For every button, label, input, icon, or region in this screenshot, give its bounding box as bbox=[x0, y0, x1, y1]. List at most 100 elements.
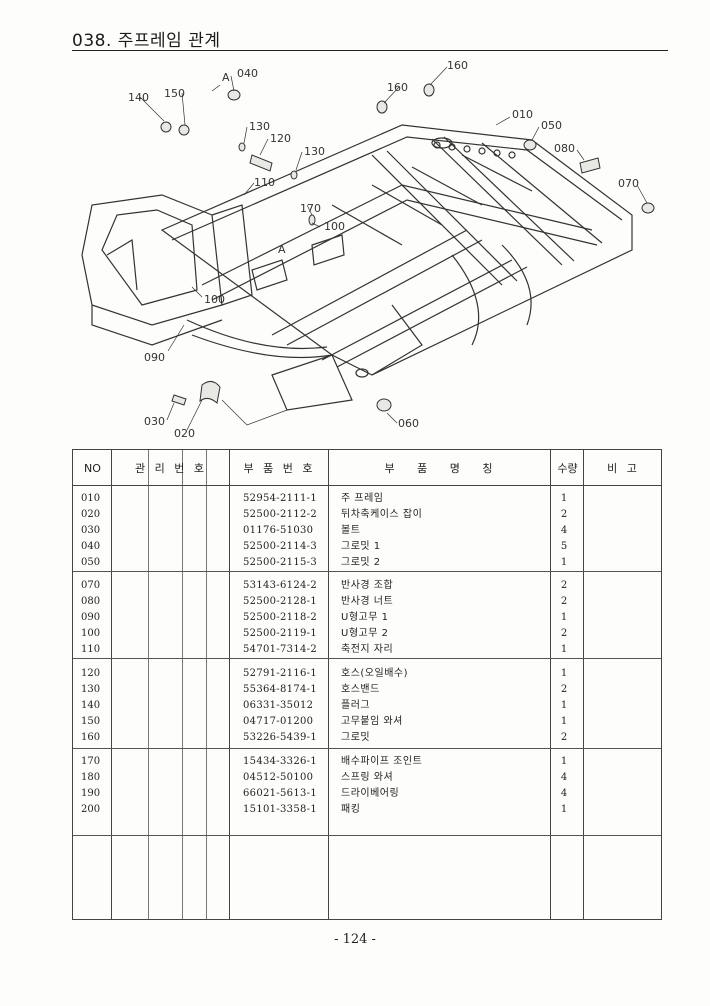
col-qty bbox=[551, 450, 584, 919]
cell-no: 130 bbox=[81, 684, 101, 695]
callout-030: 030 bbox=[144, 415, 165, 428]
table-row: 190 66021-5613-1 드라이베어링 4 bbox=[73, 786, 661, 801]
cell-qty: 5 bbox=[560, 541, 568, 552]
part-030-bolt bbox=[171, 394, 187, 406]
callout-100-upper: 100 bbox=[324, 220, 345, 233]
cell-no: 170 bbox=[81, 756, 101, 767]
cell-no: 180 bbox=[81, 772, 101, 783]
header-qty: 수량 bbox=[557, 462, 578, 475]
cell-no: 020 bbox=[81, 509, 101, 520]
col-part-name bbox=[329, 450, 551, 919]
table-row: 200 15101-3358-1 패킹 1 bbox=[73, 802, 661, 817]
cell-no: 080 bbox=[81, 596, 101, 607]
cell-qty: 1 bbox=[560, 716, 568, 727]
callout-130-lower: 130 bbox=[304, 145, 325, 158]
cell-no: 140 bbox=[81, 700, 101, 711]
part-160-grommet-b bbox=[423, 83, 435, 97]
callout-080: 080 bbox=[554, 142, 575, 155]
cell-part-name: U형고무 1 bbox=[341, 612, 389, 623]
table-row: 090 52500-2118-2 U형고무 1 1 bbox=[73, 610, 661, 625]
part-130-hose-band-b bbox=[290, 170, 298, 180]
cell-qty: 1 bbox=[560, 612, 568, 623]
col-part-number bbox=[230, 450, 329, 919]
cell-part-name: 스프링 와셔 bbox=[341, 772, 394, 783]
cell-qty: 4 bbox=[560, 525, 568, 536]
cell-part-number: 66021-5613-1 bbox=[243, 788, 317, 799]
cell-part-name: 반사경 너트 bbox=[341, 596, 394, 607]
callout-100-lower: 100 bbox=[204, 293, 225, 306]
cell-qty: 1 bbox=[560, 493, 568, 504]
cell-part-name: 그로밋 2 bbox=[341, 557, 381, 568]
part-050-grommet bbox=[523, 139, 537, 151]
header-no: NO bbox=[84, 461, 101, 475]
cell-part-name: 축전지 자리 bbox=[341, 644, 394, 655]
table-row: 180 04512-50100 스프링 와셔 4 bbox=[73, 770, 661, 785]
cell-qty: 1 bbox=[560, 644, 568, 655]
cell-part-number: 06331-35012 bbox=[243, 700, 314, 711]
cell-qty: 2 bbox=[560, 628, 568, 639]
cell-no: 040 bbox=[81, 541, 101, 552]
cell-part-name: 드라이베어링 bbox=[341, 788, 400, 799]
callout-140: 140 bbox=[128, 91, 149, 104]
callout-160-right: 160 bbox=[447, 59, 468, 72]
cell-no: 200 bbox=[81, 804, 101, 815]
callout-170: 170 bbox=[300, 202, 321, 215]
header-part-name: 부 품 명 칭 bbox=[384, 462, 496, 475]
parts-table: NO 관 리 번 호 부 품 번 호 부 품 명 칭 수량 비 고 010 52… bbox=[72, 449, 662, 920]
row-group-2: 070 53143-6124-2 반사경 조합 2 080 52500-2128… bbox=[73, 572, 661, 659]
callout-070: 070 bbox=[618, 177, 639, 190]
diagram-svg: 040 A 160 160 140 150 130 120 130 010 05… bbox=[81, 59, 655, 440]
table-header-row: NO 관 리 번 호 부 품 번 호 부 품 명 칭 수량 비 고 bbox=[73, 450, 661, 486]
cell-qty: 4 bbox=[560, 788, 568, 799]
cell-qty: 1 bbox=[560, 557, 568, 568]
cell-no: 030 bbox=[81, 525, 101, 536]
cell-part-number: 04717-01200 bbox=[243, 716, 314, 727]
cell-qty: 2 bbox=[560, 732, 568, 743]
cell-part-number: 52500-2115-3 bbox=[243, 557, 317, 568]
cell-qty: 2 bbox=[560, 684, 568, 695]
cell-part-name: 볼트 bbox=[341, 525, 361, 536]
table-row: 120 52791-2116-1 호스(오일배수) 1 bbox=[73, 666, 661, 681]
page-title: 038. 주프레임 관계 bbox=[72, 31, 221, 51]
cell-part-name: 그로밋 bbox=[341, 732, 371, 743]
cell-part-number: 53143-6124-2 bbox=[243, 580, 317, 591]
cell-no: 110 bbox=[81, 644, 101, 655]
cell-part-number: 04512-50100 bbox=[243, 772, 314, 783]
cell-no: 010 bbox=[81, 493, 101, 504]
cell-no: 070 bbox=[81, 580, 101, 591]
title-rule bbox=[72, 50, 668, 51]
cell-qty: 4 bbox=[560, 772, 568, 783]
table-row: 010 52954-2111-1 주 프레임 1 bbox=[73, 491, 661, 506]
col-mgmt-2 bbox=[149, 450, 183, 919]
col-mgmt-1 bbox=[112, 450, 149, 919]
cell-part-name: 호스밴드 bbox=[341, 684, 380, 695]
row-group-3: 120 52791-2116-1 호스(오일배수) 1 130 55364-81… bbox=[73, 659, 661, 749]
cell-part-name: 뒤차축케이스 잡이 bbox=[341, 509, 423, 520]
cell-part-name: 반사경 조합 bbox=[341, 580, 394, 591]
page-header: 038. 주프레임 관계 bbox=[72, 26, 668, 52]
part-070-reflector bbox=[641, 202, 655, 214]
header-management-number: 관 리 번 호 bbox=[135, 462, 207, 475]
cell-qty: 1 bbox=[560, 700, 568, 711]
callout-020: 020 bbox=[174, 427, 195, 440]
loose-parts bbox=[160, 83, 655, 412]
cell-part-name: 호스(오일배수) bbox=[341, 668, 409, 679]
cell-part-number: 52954-2111-1 bbox=[243, 493, 317, 504]
callout-a-top: A bbox=[222, 71, 230, 84]
main-frame-drawing bbox=[81, 124, 633, 411]
row-group-4: 170 15434-3326-1 배수파이프 조인트 1 180 04512-5… bbox=[73, 749, 661, 836]
cell-qty: 2 bbox=[560, 596, 568, 607]
part-020-axle-holder bbox=[199, 381, 221, 404]
cell-qty: 2 bbox=[560, 580, 568, 591]
cell-no: 090 bbox=[81, 612, 101, 623]
cell-no: 050 bbox=[81, 557, 101, 568]
cell-part-number: 52500-2118-2 bbox=[243, 612, 317, 623]
cell-no: 100 bbox=[81, 628, 101, 639]
callout-010: 010 bbox=[512, 108, 533, 121]
cell-part-number: 52500-2119-1 bbox=[243, 628, 317, 639]
callout-060: 060 bbox=[398, 417, 419, 430]
cell-part-number: 54701-7314-2 bbox=[243, 644, 317, 655]
cell-qty: 1 bbox=[560, 804, 568, 815]
part-040-grommet bbox=[227, 89, 241, 101]
cell-part-number: 53226-5439-1 bbox=[243, 732, 317, 743]
